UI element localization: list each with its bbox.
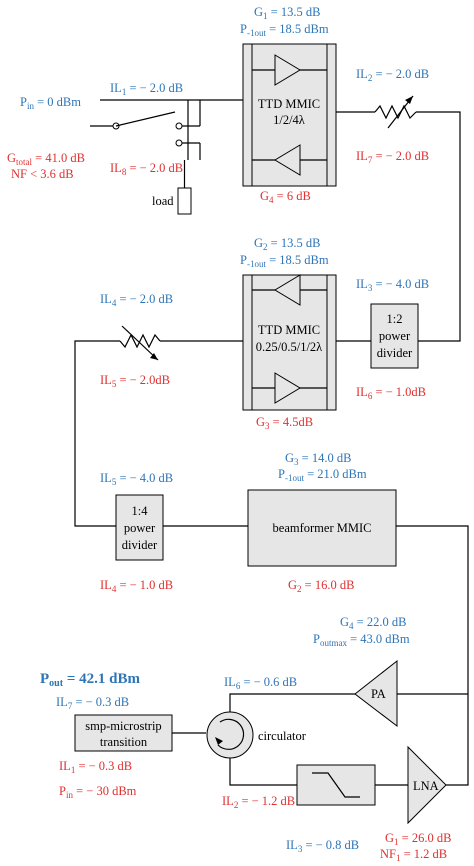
il7-top-label: IL7 = − 2.0 dB [356, 149, 429, 165]
ttd1-line1: TTD MMIC [258, 97, 320, 111]
wire-pa-circ [229, 693, 355, 712]
lna-label: LNA [413, 779, 439, 793]
g4-fe-label: G4 = 22.0 dB [340, 615, 406, 631]
attenuator-top [374, 104, 417, 120]
wire-right-down [416, 111, 461, 342]
attenuator-mid-arrowhead [150, 353, 158, 360]
il2-fe-label: IL2 = − 1.2 dB [222, 794, 295, 810]
il1-fe-label: IL1 = − 0.3 dB [59, 759, 132, 775]
il4-beam-label: IL4 = − 1.0 dB [100, 578, 173, 594]
wire-left-down [74, 340, 120, 527]
circulator-arrowhead-icon [215, 737, 223, 745]
g3-mid-label: G3 = 4.5dB [256, 415, 313, 431]
il3-fe-label: IL3 = − 0.8 dB [286, 838, 359, 854]
pin-fe-label: Pin = − 30 dBm [59, 784, 137, 800]
p1out-beam-label: P-1out = 21.0 dBm [278, 467, 367, 483]
smp-transition [74, 714, 173, 752]
g1-top-label: G1 = 13.5 dB [254, 5, 320, 21]
load-resistor [177, 187, 192, 215]
g1-fe-label: G1 = 26.0 dB [385, 831, 451, 847]
g4-top-label: G4 = 6 dB [260, 189, 311, 205]
smp-line2: transition [100, 735, 148, 749]
il5-beam-label: IL5 = − 4.0 dB [100, 471, 173, 487]
pout-label: Pout = 42.1 dBm [40, 671, 140, 689]
il6-fe-label: IL6 = − 0.6 dB [224, 675, 297, 691]
lna-amplifier [407, 745, 447, 825]
il4-mid-label: IL4 = − 2.0 dB [100, 292, 173, 308]
p1out-top-label: P-1out = 18.5 dBm [240, 22, 329, 38]
filter-response-icon [312, 772, 360, 798]
p1out-mid-label: P-1out = 18.5 dBm [240, 253, 329, 269]
il8-label: IL8 = − 2.0 dB [110, 161, 183, 177]
load-label: load [152, 194, 174, 208]
circulator-arrow-icon [217, 718, 245, 750]
pd14-line1: 1:4 [132, 504, 149, 518]
attenuator-mid [119, 333, 161, 349]
ttd-mmic-1 [242, 43, 337, 187]
nf-total-label: NF < 3.6 dB [11, 167, 74, 181]
beamformer-label: beamformer MMIC [273, 521, 372, 535]
power-divider-1-4 [115, 494, 164, 561]
wire-circ-filter [229, 758, 297, 786]
il5-mid-label: IL5 = − 2.0dB [100, 373, 170, 389]
pd12-line1: 1:2 [387, 312, 403, 326]
il2-top-label: IL2 = − 2.0 dB [356, 67, 429, 83]
beamformer-mmic [247, 489, 397, 567]
attenuator-mid-arrow [121, 325, 159, 361]
il3-mid-label: IL3 = − 4.0 dB [356, 277, 429, 293]
poutmax-label: Poutmax = 43.0 dBm [313, 632, 410, 648]
pd12-line3: divider [377, 346, 413, 360]
pd14-line2: power [124, 521, 156, 535]
attenuator-top-arrowhead [405, 96, 413, 104]
il1-top-label: IL1 = − 2.0 dB [110, 81, 183, 97]
il6-mid-label: IL6 = − 1.0dB [356, 385, 426, 401]
ttd-mmic-2 [242, 274, 337, 411]
pin-label: Pin = 0 dBm [20, 95, 81, 111]
il7-fe-label: IL7 = − 0.3 dB [56, 695, 129, 711]
circulator-label: circulator [258, 729, 307, 743]
smp-line1: smp-microstrip [85, 719, 161, 733]
g2-beam-label: G2 = 16.0 dB [288, 578, 354, 594]
switch [90, 100, 201, 160]
pd12-line2: power [379, 329, 411, 343]
ttd2-line1: TTD MMIC [258, 323, 320, 337]
g3-beam-label: G3 = 14.0 dB [285, 451, 351, 467]
wire-beam-down [396, 525, 469, 786]
pa-label: PA [371, 687, 386, 701]
power-divider-1-2 [370, 303, 419, 369]
g2-mid-label: G2 = 13.5 dB [254, 236, 320, 252]
pd14-line3: divider [122, 538, 158, 552]
ttd1-line2: 1/2/4λ [273, 113, 305, 127]
nf1-label: NF1 = 1.2 dB [380, 847, 447, 863]
gtotal-label: Gtotal = 41.0 dB [7, 151, 85, 167]
ttd2-line2: 0.25/0.5/1/2λ [256, 340, 322, 354]
